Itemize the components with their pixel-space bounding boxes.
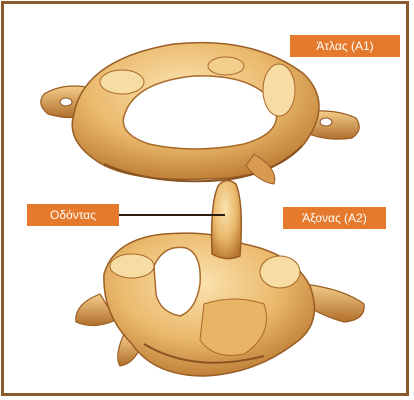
dens-leader-line bbox=[119, 214, 225, 216]
axis-label: Άξονας (Α2) bbox=[283, 207, 386, 229]
figure-frame: Άτλας (Α1) Οδόντας Άξονας (Α2) bbox=[1, 1, 409, 396]
atlas-vertebra bbox=[41, 43, 359, 184]
vertebrae-illustration bbox=[4, 4, 412, 399]
dens-label: Οδόντας bbox=[27, 204, 119, 226]
atlas-label: Άτλας (Α1) bbox=[290, 35, 400, 57]
